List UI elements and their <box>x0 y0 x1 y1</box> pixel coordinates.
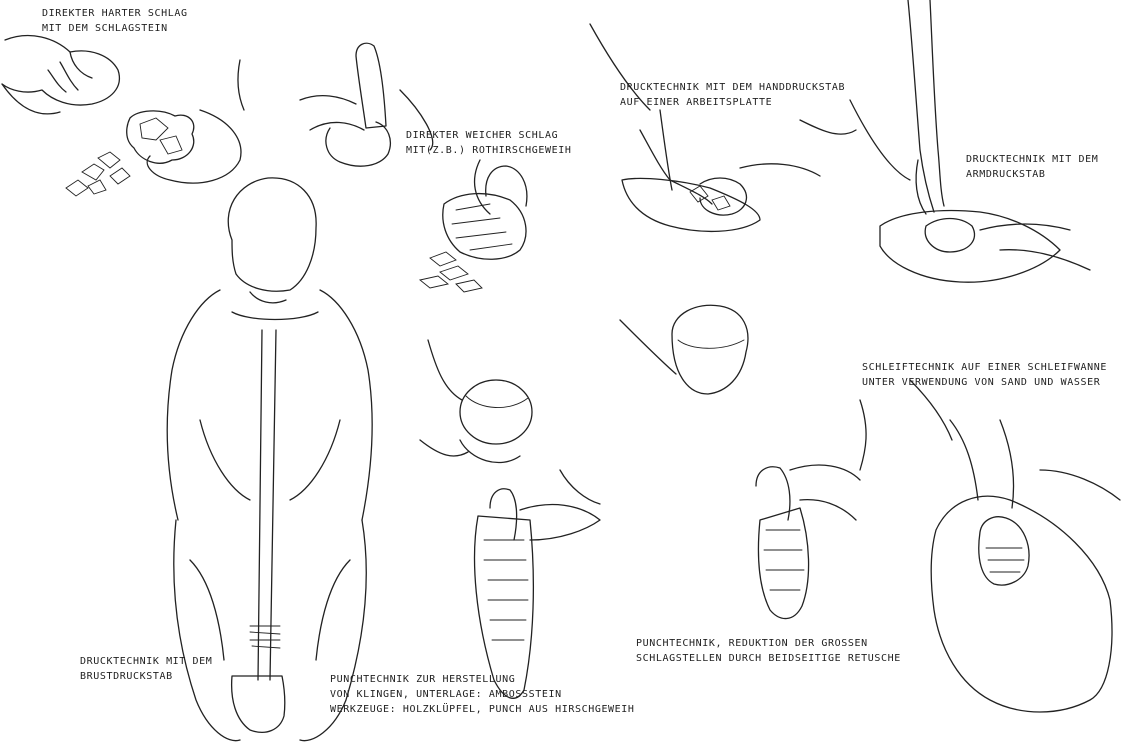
label-line: DIREKTER WEICHER SCHLAG <box>406 128 572 143</box>
label-line: WERKZEUGE: HOLZKLÜPFEL, PUNCH AUS HIRSCH… <box>330 702 635 717</box>
label-line: DIREKTER HARTER SCHLAG <box>42 6 188 21</box>
label-line: PUNCHTECHNIK ZUR HERSTELLUNG <box>330 672 635 687</box>
figure-pressure-hand-stick <box>590 24 856 231</box>
label-pressure-hand-stick: DRUCKTECHNIK MIT DEM HANDDRUCKSTAB AUF E… <box>620 80 845 110</box>
label-line: SCHLEIFTECHNIK AUF EINER SCHLEIFWANNE <box>862 360 1107 375</box>
label-line: DRUCKTECHNIK MIT DEM <box>966 152 1098 167</box>
label-line: MIT DEM SCHLAGSTEIN <box>42 21 188 36</box>
label-line: VON KLINGEN, UNTERLAGE: AMBOßSTEIN <box>330 687 635 702</box>
figure-direct-soft-percussion <box>300 43 527 292</box>
label-punch-reduction: PUNCHTECHNIK, REDUKTION DER GROßEN SCHLA… <box>636 636 901 666</box>
label-line: UNTER VERWENDUNG VON SAND UND WASSER <box>862 375 1107 390</box>
label-line: DRUCKTECHNIK MIT DEM HANDDRUCKSTAB <box>620 80 845 95</box>
figure-pressure-arm-stick <box>850 0 1090 282</box>
figure-punch-blades <box>420 340 600 698</box>
label-line: ARMDRUCKSTAB <box>966 167 1098 182</box>
label-line: PUNCHTECHNIK, REDUKTION DER GROßEN <box>636 636 901 651</box>
label-direct-hard-percussion: DIREKTER HARTER SCHLAG MIT DEM SCHLAGSTE… <box>42 6 188 36</box>
label-direct-soft-percussion: DIREKTER WEICHER SCHLAG MIT(z.B.) ROTHIR… <box>406 128 572 158</box>
label-line: SCHLAGSTELLEN DURCH BEIDSEITIGE RETUSCHE <box>636 651 901 666</box>
label-line: DRUCKTECHNIK MIT DEM <box>80 654 212 669</box>
label-line: BRUSTDRUCKSTAB <box>80 669 212 684</box>
figure-grinding <box>910 380 1120 712</box>
label-line: AUF EINER ARBEITSPLATTE <box>620 95 845 110</box>
label-line: MIT(z.B.) ROTHIRSCHGEWEIH <box>406 143 572 158</box>
figure-punch-reduction <box>620 305 866 618</box>
label-punch-blades: PUNCHTECHNIK ZUR HERSTELLUNG VON KLINGEN… <box>330 672 635 717</box>
figure-direct-hard-percussion <box>2 36 244 196</box>
label-grinding: SCHLEIFTECHNIK AUF EINER SCHLEIFWANNE UN… <box>862 360 1107 390</box>
label-pressure-arm-stick: DRUCKTECHNIK MIT DEM ARMDRUCKSTAB <box>966 152 1098 182</box>
label-pressure-chest-stick: DRUCKTECHNIK MIT DEM BRUSTDRUCKSTAB <box>80 654 212 684</box>
